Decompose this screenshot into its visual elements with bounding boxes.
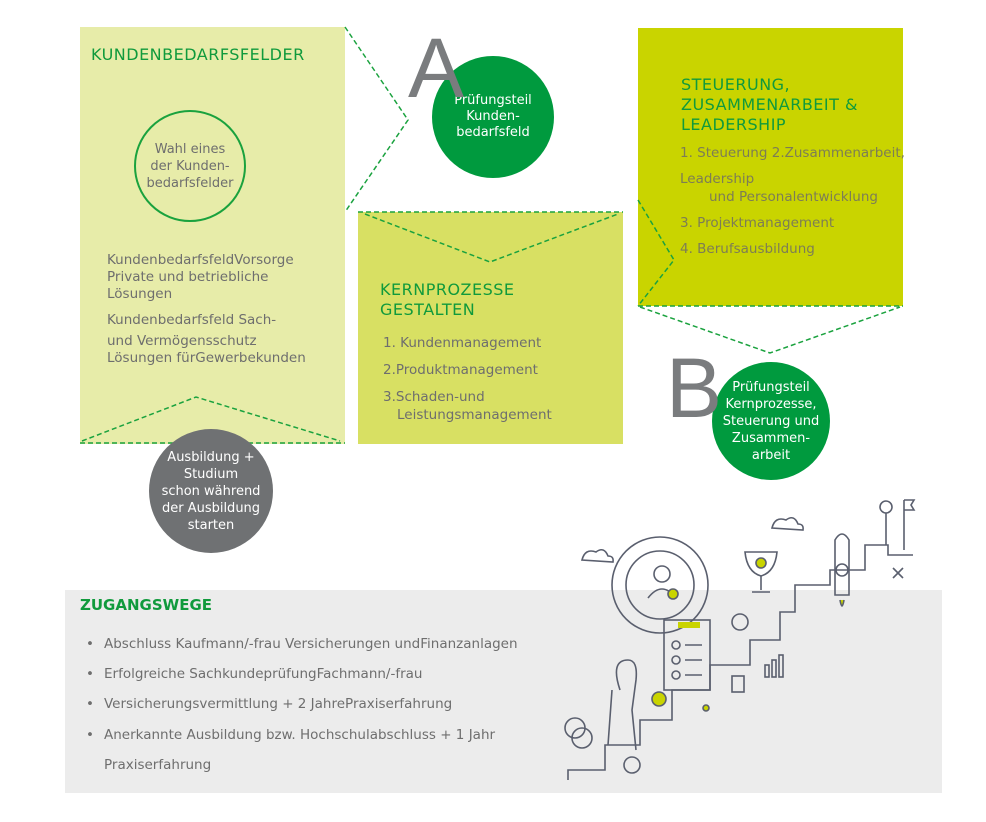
arrow-right-box: [637, 199, 675, 307]
title-line: GESTALTEN: [380, 300, 476, 319]
title-line: KERNPROZESSE: [380, 280, 515, 299]
list-item: 1. Kundenmanagement: [383, 335, 542, 351]
list-item: Leistungsmanagement: [397, 407, 552, 423]
circle-line: Kernprozesse,: [725, 396, 817, 412]
title-line: ZUSAMMENARBEIT &: [681, 95, 858, 114]
access-item-text: Erfolgreiche SachkundeprüfungFachmann/-f…: [104, 666, 423, 682]
text-line: KundenbedarfsfeldVorsorge: [107, 252, 294, 268]
leadership-list: 1. Steuerung 2.Zusammenarbeit, Leadershi…: [680, 144, 905, 258]
core-processes-list: 1. Kundenmanagement 2.Produktmanagement …: [383, 334, 552, 424]
arrow-down-middle: [364, 213, 619, 263]
access-panel: [65, 590, 942, 793]
access-item-text: Versicherungsvermittlung + 2 JahrePraxis…: [104, 696, 453, 712]
arrow-b: [639, 306, 901, 354]
leadership-title: STEUERUNG, ZUSAMMENARBEIT & LEADERSHIP: [681, 75, 858, 135]
customer-needs-title: KUNDENBEDARFSFELDER: [91, 45, 305, 64]
access-item: Erfolgreiche SachkundeprüfungFachmann/-f…: [86, 666, 422, 682]
circle-line: der Ausbildung: [161, 500, 261, 516]
leadership-box: [638, 28, 903, 306]
text-line: Private und betriebliche: [107, 269, 269, 285]
circle-line: Prüfungsteil: [732, 379, 810, 395]
text-line: Lösungen: [107, 286, 173, 302]
exam-b-circle: Prüfungsteil Kernprozesse, Steuerung und…: [712, 362, 830, 480]
career-stairs-illustration: [564, 499, 916, 780]
list-item: Leadership: [680, 171, 755, 187]
study-circle: Ausbildung + Studium schon während der A…: [149, 429, 273, 553]
circle-line: Wahl eines: [154, 141, 226, 157]
core-processes-box: [358, 212, 623, 444]
title-line: LEADERSHIP: [681, 115, 787, 134]
circle-line: bedarfsfelder: [146, 175, 234, 191]
circle-line: arbeit: [751, 447, 791, 463]
access-title: ZUGANGSWEGE: [80, 596, 212, 614]
customer-needs-text: KundenbedarfsfeldVorsorge Private und be…: [107, 252, 306, 367]
list-item: 2.Produktmanagement: [383, 362, 538, 378]
circle-line: der Kunden-: [150, 158, 230, 174]
access-item-continuation: Praxiserfahrung: [104, 757, 212, 773]
access-item: Anerkannte Ausbildung bzw. Hochschulabsc…: [86, 727, 495, 743]
circle-line: Kunden-: [466, 109, 520, 124]
circle-line: bedarfsfeld: [456, 125, 530, 140]
access-item-text: Abschluss Kaufmann/-frau Versicherungen …: [104, 636, 518, 652]
circle-line: Ausbildung +: [167, 449, 255, 465]
arrow-up-left: [81, 396, 341, 442]
list-item: 3. Projektmanagement: [680, 215, 835, 231]
customer-needs-box: [80, 27, 345, 444]
exam-a-letter: A: [408, 21, 465, 115]
text-line: und Vermögensschutz: [107, 333, 257, 349]
circle-line: Zusammen-: [731, 430, 811, 446]
text-line: Lösungen fürGewerbekunden: [107, 350, 306, 366]
circle-line: Prüfungsteil: [454, 93, 532, 108]
access-item: Versicherungsvermittlung + 2 JahrePraxis…: [86, 696, 452, 712]
exam-b-letter: B: [666, 341, 723, 435]
access-item-text: Anerkannte Ausbildung bzw. Hochschulabsc…: [104, 727, 496, 743]
circle-line: schon während: [161, 483, 261, 499]
choice-circle: Wahl eines der Kunden- bedarfsfelder: [134, 110, 246, 222]
list-item: 1. Steuerung 2.Zusammenarbeit,: [680, 145, 905, 161]
exam-a-circle: Prüfungsteil Kunden- bedarfsfeld: [432, 56, 554, 178]
text-line: Kundenbedarfsfeld Sach-: [107, 312, 277, 328]
arrow-a: [344, 26, 409, 213]
circle-line: starten: [187, 517, 235, 533]
list-item: 4. Berufsausbildung: [680, 241, 815, 257]
title-line: STEUERUNG,: [681, 75, 791, 94]
access-item: Abschluss Kaufmann/-frau Versicherungen …: [86, 636, 518, 652]
list-item: 3.Schaden-und: [383, 389, 485, 405]
circle-line: Steuerung und: [722, 413, 820, 429]
core-processes-title: KERNPROZESSE GESTALTEN: [380, 280, 515, 320]
circle-line: Studium: [183, 466, 239, 482]
list-item: und Personalentwicklung: [709, 189, 878, 205]
